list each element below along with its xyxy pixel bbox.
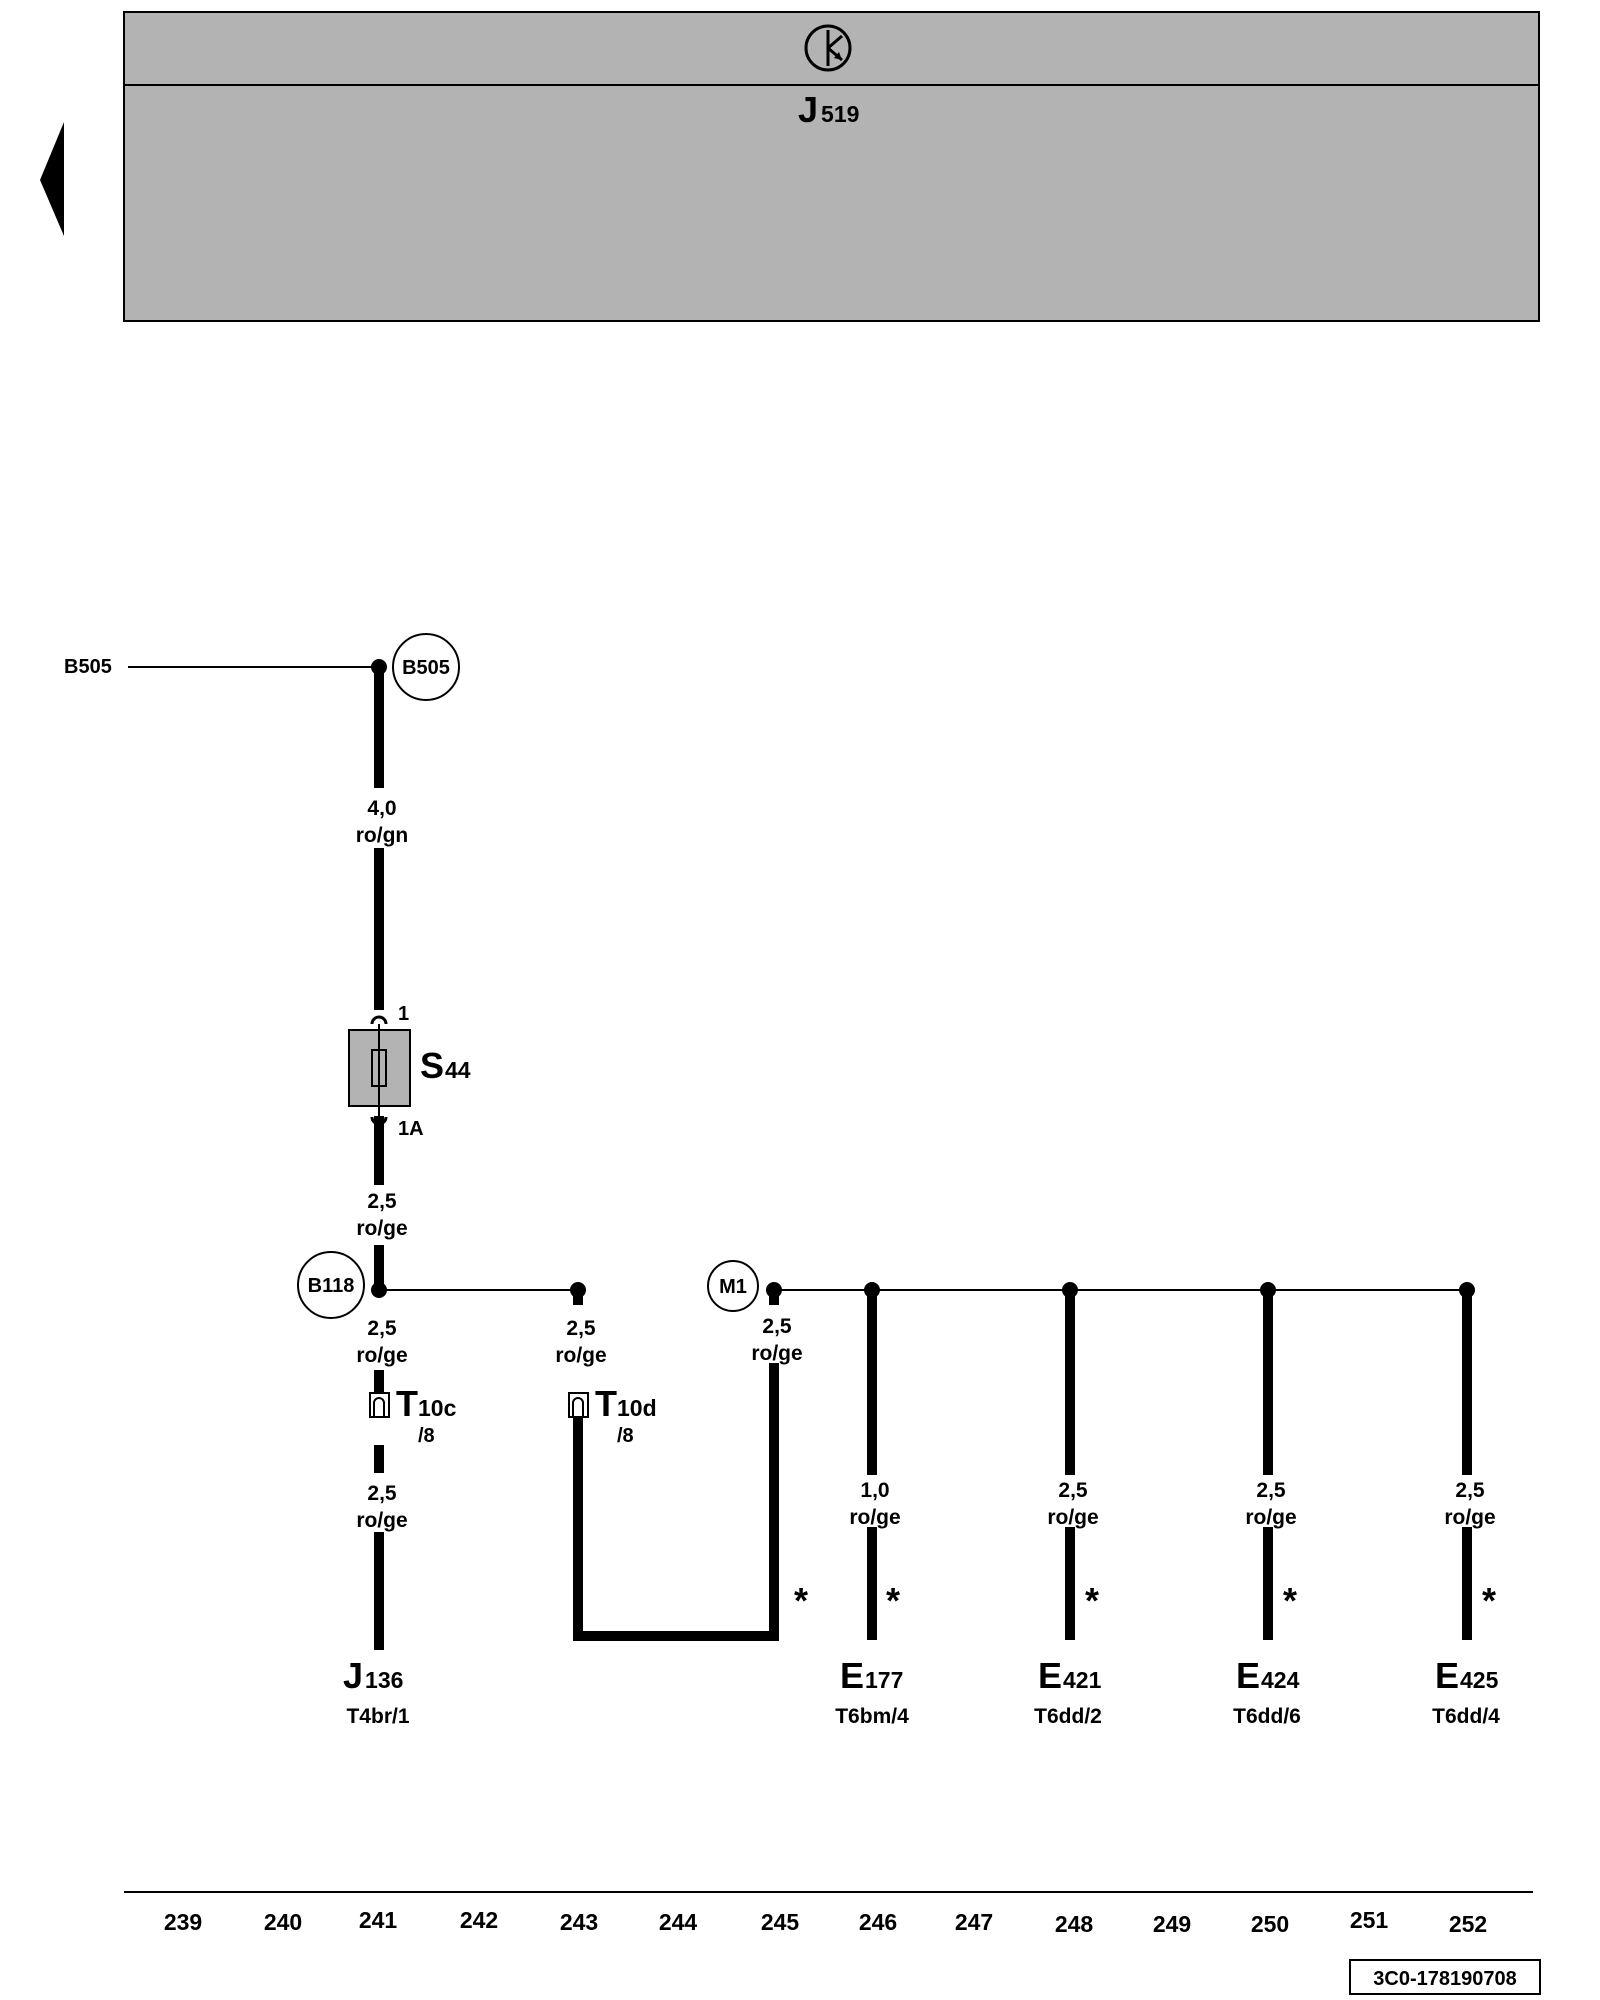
connector-t10c-icon (369, 1392, 390, 1418)
column-number: 247 (955, 1909, 993, 1935)
wire-label-size: 2,5 (1455, 1479, 1485, 1502)
component-e424-pin: T6dd/6 (1233, 1705, 1301, 1728)
doc-id-box (1349, 1959, 1541, 1995)
note-marker: * (1283, 1580, 1297, 1621)
component-j136-pin: T4br/1 (346, 1705, 409, 1728)
component-e421-label: E421 (1038, 1655, 1102, 1696)
wire-label-color: ro/ge (356, 1509, 407, 1532)
column-number: 248 (1055, 1911, 1094, 1937)
b118-connection-circle (297, 1251, 365, 1319)
wire-label-size: 2,5 (367, 1317, 397, 1340)
m1-connection-label: M1 (719, 1276, 747, 1298)
column-number: 249 (1153, 1911, 1191, 1937)
column-number: 239 (164, 1909, 202, 1935)
column-number: 245 (761, 1909, 800, 1935)
wire-branches (867, 1290, 1472, 1640)
junction-dots (864, 1282, 1475, 1298)
column-number: 243 (560, 1909, 598, 1935)
column-number: 241 (359, 1907, 398, 1933)
component-e177-label: E177 (840, 1655, 903, 1696)
note-marker: * (794, 1580, 808, 1621)
wire-label-size: 2,5 (1256, 1479, 1286, 1502)
wire-label-color: ro/ge (356, 1344, 407, 1367)
column-number: 250 (1251, 1911, 1289, 1937)
wire-label-color: ro/gn (356, 824, 409, 847)
note-marker: * (886, 1580, 900, 1621)
component-e425-label: E425 (1435, 1655, 1499, 1696)
wire-label-color: ro/ge (1047, 1506, 1098, 1529)
wire-label-color: ro/ge (555, 1344, 606, 1367)
b505-junction-dot (371, 659, 387, 675)
wire-label-size: 2,5 (367, 1190, 397, 1213)
doc-id: 3C0-178190708 (1373, 1968, 1516, 1990)
b505-connection-label: B505 (402, 657, 450, 679)
wire-t10d-loop (573, 1290, 779, 1641)
b505-left-label: B505 (64, 656, 112, 678)
wire-label-color: ro/ge (1245, 1506, 1296, 1529)
wire-label-color: ro/ge (356, 1217, 407, 1240)
control-unit-panel (123, 11, 1540, 322)
wire-label-color: ro/ge (849, 1506, 900, 1529)
fuse-pin-in: 1 (398, 1003, 409, 1025)
b505-connection-circle (392, 633, 460, 701)
wire-label-size: 4,0 (367, 797, 396, 820)
column-number: 251 (1350, 1907, 1389, 1933)
left-triangle-icon[interactable] (40, 122, 64, 236)
control-unit-symbol-icon (804, 24, 852, 72)
wire-label-size: 2,5 (762, 1315, 792, 1338)
connector-t10c-label: T10c (396, 1383, 457, 1424)
wire-label-size: 1,0 (860, 1479, 889, 1502)
fuse-s44 (348, 1015, 411, 1126)
m1-connection-circle (707, 1260, 759, 1312)
column-number: 246 (859, 1909, 897, 1935)
component-e424-label: E424 (1236, 1655, 1300, 1696)
connector-t10d-icon (568, 1392, 589, 1418)
m1-junction-dot (766, 1282, 782, 1298)
wire-label-color: ro/ge (751, 1342, 802, 1365)
component-e177-pin: T6bm/4 (835, 1705, 909, 1728)
component-j136-label: J136 (343, 1655, 403, 1696)
wire-label-size: 2,5 (566, 1317, 596, 1340)
column-number: 244 (659, 1909, 698, 1935)
fuse-label: S44 (420, 1045, 471, 1086)
column-numbers: 239 240 241 242 243 244 245 246 247 248 … (164, 1907, 1487, 1937)
wire-label-color: ro/ge (1444, 1506, 1495, 1529)
column-number: 252 (1449, 1911, 1487, 1937)
b118-connection-label: B118 (308, 1275, 355, 1297)
b118-junction-dot (371, 1282, 387, 1298)
column-number: 242 (460, 1907, 498, 1933)
note-marker: * (1482, 1580, 1496, 1621)
component-e425-pin: T6dd/4 (1432, 1705, 1500, 1728)
connector-t10d-label: T10d (595, 1383, 657, 1424)
connector-t10d-pin: /8 (617, 1425, 634, 1447)
wire-label-size: 2,5 (367, 1482, 397, 1505)
component-e421-pin: T6dd/2 (1034, 1705, 1102, 1728)
note-marker: * (1085, 1580, 1099, 1621)
fuse-pin-out: 1A (398, 1118, 424, 1140)
connector-t10c-pin: /8 (418, 1425, 435, 1447)
wire-label-size: 2,5 (1058, 1479, 1088, 1502)
column-number: 240 (264, 1909, 302, 1935)
